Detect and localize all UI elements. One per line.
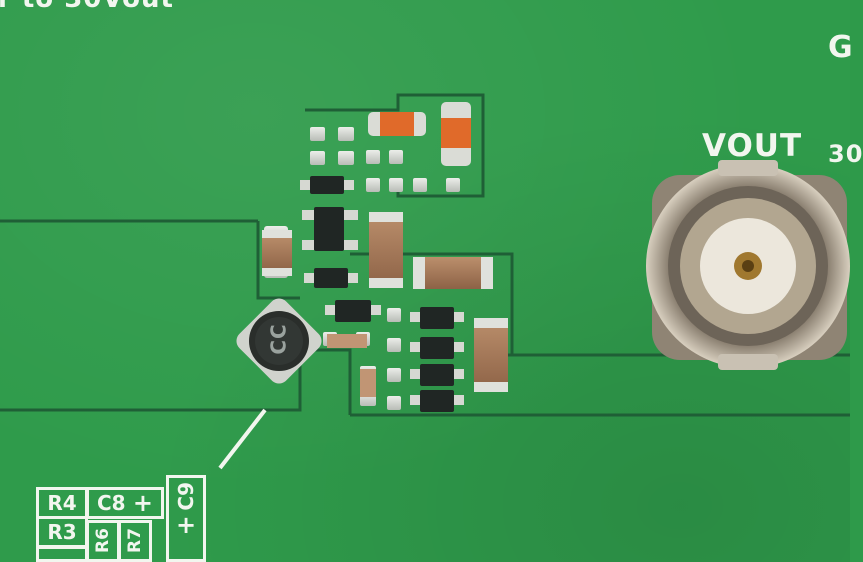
refdes-c9: C9 + xyxy=(166,475,206,562)
refdes-partial-box xyxy=(36,546,88,562)
refdes-c9-plus: + xyxy=(175,510,197,539)
inductor xyxy=(236,298,322,384)
refdes-c8-plus: + xyxy=(132,489,153,517)
silkscreen-top-right-text: G xyxy=(828,30,854,65)
refdes-c8: C8 + xyxy=(86,487,164,519)
vout-label: VOUT xyxy=(702,128,803,164)
inductor-marking: CC xyxy=(266,323,291,355)
silkscreen-right-edge-text: 30 xyxy=(828,140,863,168)
ic-packages xyxy=(310,176,454,412)
refdes-c8-text: C8 xyxy=(97,491,126,515)
bnc-connector xyxy=(646,160,850,370)
refdes-r3: R3 xyxy=(36,516,88,548)
refdes-r7: R7 xyxy=(118,520,152,562)
refdes-c9-text: C9 xyxy=(174,482,198,511)
capacitors xyxy=(262,102,508,397)
silkscreen-top-left-text: r to 30Vout xyxy=(0,0,174,14)
refdes-r6: R6 xyxy=(86,520,120,562)
refdes-r4: R4 xyxy=(36,487,88,519)
silkscreen-leader-line xyxy=(218,408,267,470)
ic-leads xyxy=(300,180,464,405)
copper-traces xyxy=(0,93,850,417)
